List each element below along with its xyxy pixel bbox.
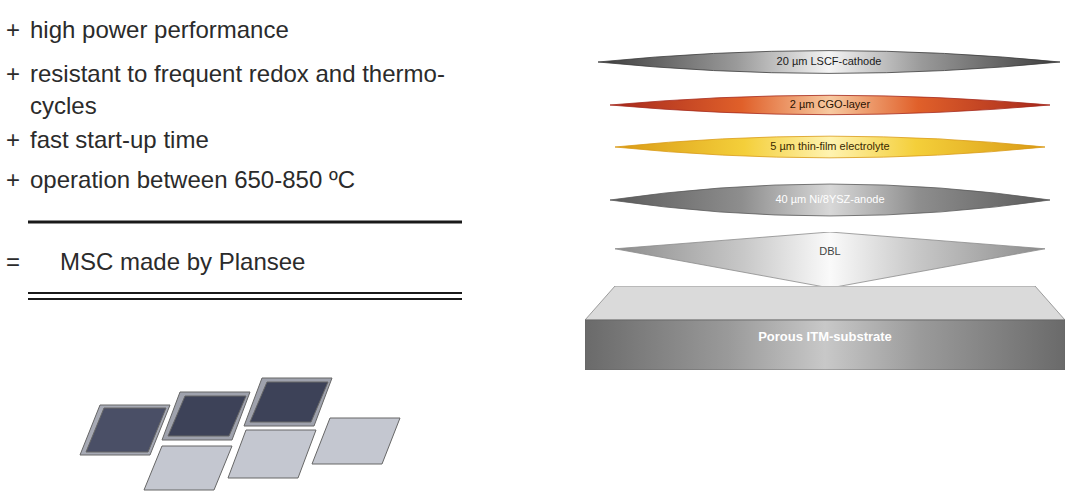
- feature-text: fast start-up time: [30, 124, 209, 156]
- divider-line: [28, 221, 462, 224]
- bullet-sign: =: [6, 246, 20, 278]
- bullet-sign: +: [6, 124, 20, 156]
- layer-label: 5 µm thin-film electrolyte: [615, 140, 1045, 153]
- layer-label: DBL: [615, 245, 1045, 258]
- layer-plate: 2 µm CGO-layer: [610, 88, 1050, 122]
- layer-label: 20 µm LSCF-cathode: [598, 55, 1060, 68]
- bullet-sign: +: [6, 14, 20, 46]
- layer-label: 40 µm Ni/8YSZ-anode: [610, 193, 1050, 206]
- layer-plate: 20 µm LSCF-cathode: [598, 42, 1060, 82]
- layer-label: Porous ITM-substrate: [585, 330, 1065, 343]
- layer-plate: Porous ITM-substrate: [585, 286, 1065, 370]
- feature-text: MSC made by Plansee: [60, 246, 305, 278]
- double-underline: [28, 292, 462, 294]
- bullet-sign: +: [6, 164, 20, 196]
- bullet-sign: +: [6, 58, 20, 90]
- feature-text: operation between 650-850 ºC: [30, 164, 355, 196]
- layer-plate: DBL: [615, 232, 1045, 288]
- layer-shape: [615, 232, 1045, 288]
- double-underline: [28, 298, 462, 300]
- feature-text: resistant to frequent redox and thermo-c…: [30, 58, 450, 122]
- layer-shape: [585, 286, 1065, 370]
- layer-label: 2 µm CGO-layer: [610, 98, 1050, 111]
- layer-plate: 5 µm thin-film electrolyte: [615, 128, 1045, 166]
- layer-plate: 40 µm Ni/8YSZ-anode: [610, 172, 1050, 228]
- feature-text: high power performance: [30, 14, 289, 46]
- cell-array: [80, 378, 400, 490]
